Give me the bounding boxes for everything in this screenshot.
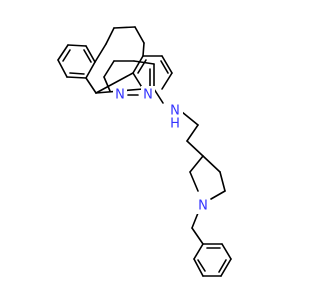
cycloheptane-bridge	[85, 26, 145, 94]
benzyl-group	[191, 212, 232, 277]
atom-labels: N N N H N	[113, 86, 210, 214]
ethyl-linker	[181, 111, 204, 157]
atom-n-piperidine: N	[198, 199, 208, 214]
atom-n-amine: N	[170, 104, 180, 119]
molecule-structure: N N N H N	[57, 26, 232, 277]
atom-h-amine: H	[170, 117, 180, 132]
atom-n-pyridazine-2: N	[143, 88, 153, 103]
piperidine-ring	[189, 155, 226, 200]
structure-canvas: N N N H N	[57, 26, 232, 277]
atom-n-pyridazine-1: N	[115, 88, 125, 103]
benzene-ring-fused	[57, 44, 96, 79]
pyridazine-core	[103, 60, 164, 104]
